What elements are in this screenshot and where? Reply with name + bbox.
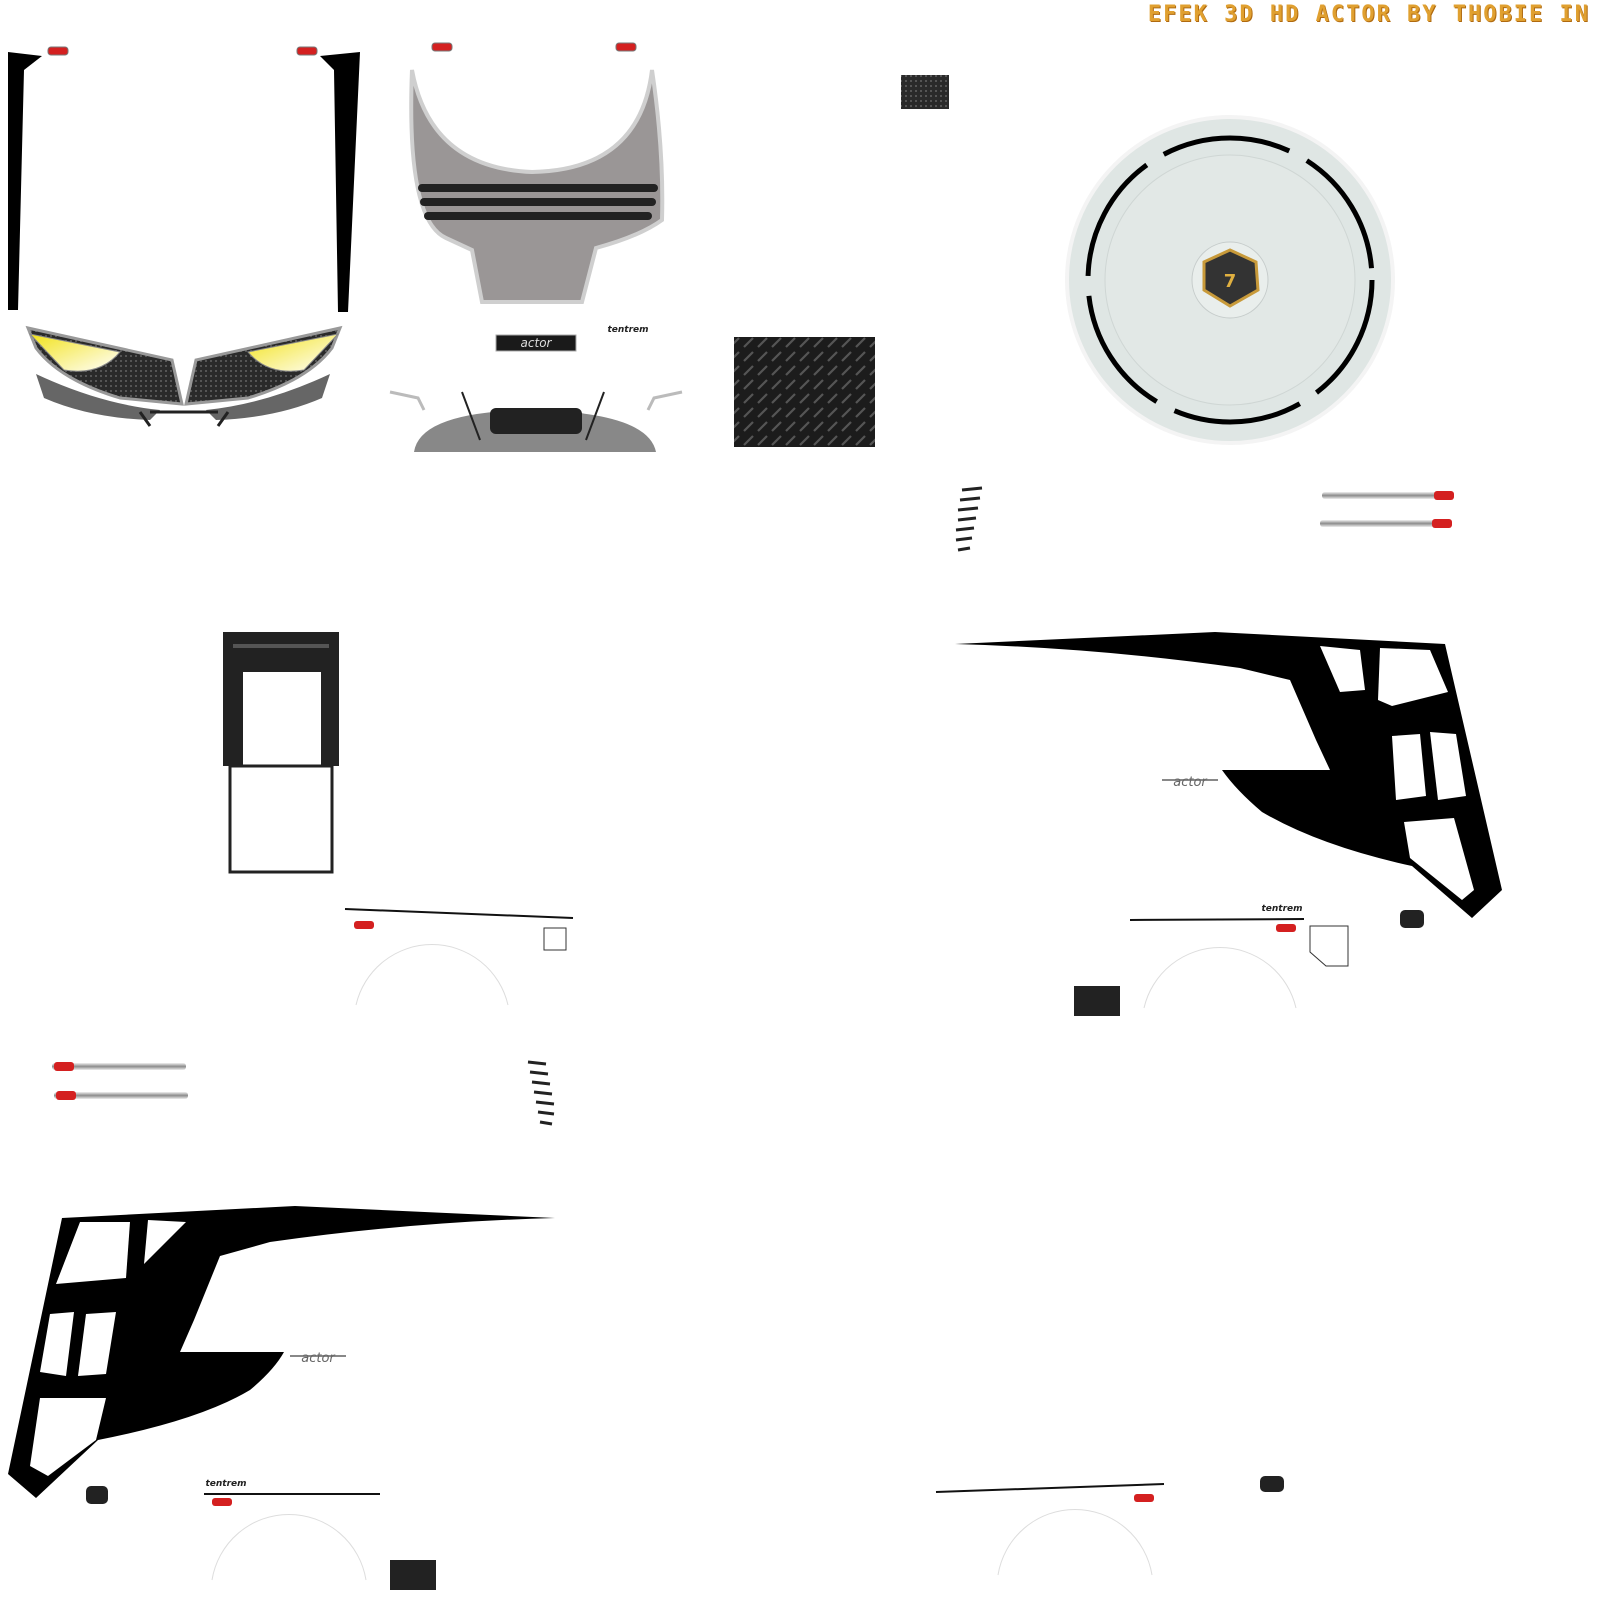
marker-lamp-icon [354, 921, 374, 929]
side-body-right: actor tentrem [955, 632, 1502, 1016]
marker-lamp-icon [615, 42, 637, 52]
grille-slats [418, 184, 658, 220]
wheel-cover-emblem-icon [1202, 248, 1260, 308]
headlight-left-icon [28, 333, 121, 372]
mesh-patch [901, 75, 949, 109]
maker-mark: tentrem [607, 325, 648, 335]
front-panel [8, 46, 360, 427]
rear-panel [223, 632, 339, 874]
front-mask: actor tentrem [389, 42, 683, 452]
marker-lamp-icon [1134, 1494, 1154, 1502]
mirror-icon [1260, 1476, 1284, 1492]
side-badge-left: actor [301, 1351, 336, 1366]
wheel-cover: 7 [1065, 115, 1395, 445]
rear-wheel-area-right [935, 1476, 1284, 1576]
plate-icon [390, 1560, 436, 1590]
side-vent-right [955, 486, 983, 552]
marker-lamp-icon [212, 1498, 232, 1506]
marker-lamp-icon [1276, 924, 1296, 932]
marker-lamp-icon [296, 46, 318, 56]
svg-text:7: 7 [1224, 271, 1237, 292]
rear-wheel-area [344, 908, 574, 1006]
front-left-pillar [8, 52, 42, 310]
chrome-strips-left [52, 1062, 188, 1100]
mirror-icon [86, 1486, 108, 1504]
side-body-left: actor tentrem [8, 1206, 555, 1590]
watermark: EFEK 3D HD ACTOR BY THOBIE IN [1147, 2, 1590, 27]
headlight-cluster [25, 325, 343, 427]
marker-lamp-icon [47, 46, 69, 56]
side-badge-right: actor [1173, 775, 1208, 790]
maker-mark-right: tentrem [1261, 904, 1302, 914]
marker-lamp-icon [431, 42, 453, 52]
mirror-icon [1400, 910, 1424, 928]
front-right-pillar [320, 52, 360, 312]
maker-mark-left: tentrem [205, 1479, 246, 1489]
front-badge-plate [495, 334, 577, 352]
chrome-strips-right [1320, 491, 1454, 528]
front-badge: actor [521, 336, 553, 350]
tread-plate-icon [734, 337, 875, 447]
plate-icon [1074, 986, 1120, 1016]
headlight-right-icon [247, 333, 340, 372]
side-vent-left [527, 1060, 555, 1126]
